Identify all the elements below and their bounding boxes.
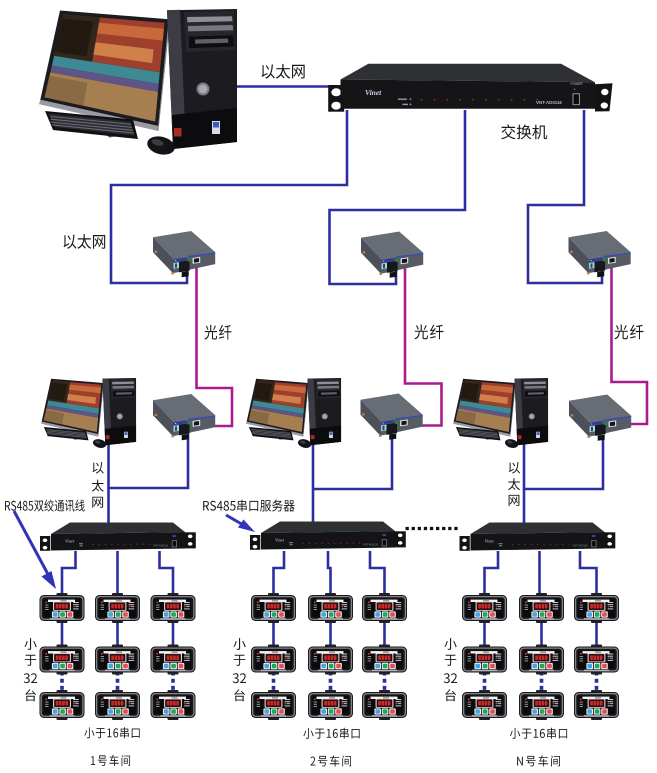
svg-text:VNT-AD0116: VNT-AD0116 (536, 100, 562, 105)
svg-text:Vinet: Vinet (365, 88, 382, 97)
svg-text:POWER: POWER (571, 82, 584, 86)
